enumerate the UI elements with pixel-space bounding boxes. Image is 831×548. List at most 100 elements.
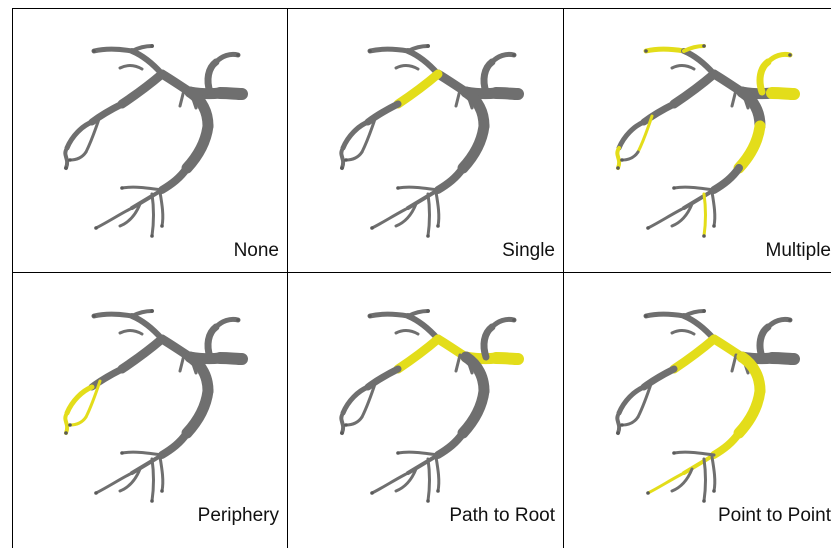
vessel-segment-b2 xyxy=(96,473,132,493)
vessel-segment-b1 xyxy=(408,455,438,473)
vessel-segment-b6 xyxy=(396,204,416,226)
vessel-segment-b5 xyxy=(398,452,438,455)
vessel-segment-t2 xyxy=(132,316,162,339)
vessel-tip-2 xyxy=(512,53,516,57)
vessel-segment-b5 xyxy=(674,187,714,190)
vessel-segment-s2 xyxy=(644,104,674,122)
vessel-tip-2 xyxy=(512,318,516,322)
vessel-segment-t3 xyxy=(684,46,704,51)
vessel-tip-3 xyxy=(340,431,344,435)
vessel-segment-b4 xyxy=(436,457,439,491)
vessel-segment-r6 xyxy=(714,168,739,190)
vessel-tip-1 xyxy=(426,44,430,48)
vessel-segment-b4 xyxy=(436,192,439,226)
vessel-tip-3 xyxy=(340,166,344,170)
vessel-segment-r3 xyxy=(216,54,238,62)
vessel-tip-1 xyxy=(150,44,154,48)
vessel-segment-r6 xyxy=(162,168,187,190)
vessel-segment-t1 xyxy=(370,49,408,51)
vessel-tip-0 xyxy=(644,314,648,318)
vessel-tip-6 xyxy=(150,234,154,238)
vessel-segment-l4 xyxy=(622,152,638,160)
vessel-tree xyxy=(12,8,287,272)
vessel-segment-b3 xyxy=(428,194,430,236)
vessel-tip-7 xyxy=(712,224,716,228)
vessel-tip-1 xyxy=(426,309,430,313)
vessel-segment-t4 xyxy=(672,65,694,69)
vessel-segment-r6 xyxy=(438,168,463,190)
vessel-tip-1 xyxy=(702,44,706,48)
vessel-segment-t2 xyxy=(408,316,438,339)
vessel-segment-l2 xyxy=(617,148,619,168)
vessel-tree xyxy=(288,273,563,537)
vessel-segment-b4 xyxy=(160,192,163,226)
vessel-segment-s1 xyxy=(122,339,162,369)
vessel-segment-r5 xyxy=(739,391,760,433)
vessel-tip-4 xyxy=(344,158,348,162)
vessel-segment-a1 xyxy=(180,90,184,106)
vessel-segment-r2 xyxy=(484,62,492,92)
vessel-tip-6 xyxy=(426,234,430,238)
vessel-segment-s2 xyxy=(368,104,398,122)
vessel-segment-b2 xyxy=(648,473,684,493)
vessel-segment-b5 xyxy=(398,187,438,190)
vessel-segment-t3 xyxy=(684,311,704,316)
vessel-tip-6 xyxy=(426,499,430,503)
vessel-segment-r5 xyxy=(463,126,484,168)
vessel-segment-r3 xyxy=(492,319,514,327)
vessel-tip-8 xyxy=(672,451,676,455)
vessel-tip-4 xyxy=(620,423,624,427)
vessel-tip-7 xyxy=(712,489,716,493)
vessel-tip-5 xyxy=(370,226,374,230)
panel-label: Periphery xyxy=(198,505,279,527)
vessel-segment-a1 xyxy=(456,90,460,106)
vessel-segment-t4 xyxy=(120,330,142,334)
vessel-segment-l2 xyxy=(65,413,67,433)
vessel-segment-r6 xyxy=(162,433,187,455)
vessel-segment-t1 xyxy=(94,314,132,316)
vessel-tip-4 xyxy=(68,423,72,427)
vessel-segment-b3 xyxy=(428,459,430,501)
vessel-tip-2 xyxy=(788,318,792,322)
panel-label: Multiple xyxy=(766,240,831,262)
vessel-segment-b3 xyxy=(152,459,154,501)
vessel-segment-l2 xyxy=(341,413,343,433)
vessel-tip-8 xyxy=(120,451,124,455)
vessel-tip-0 xyxy=(92,49,96,53)
vessel-segment-b1 xyxy=(132,190,162,208)
vessel-tip-5 xyxy=(370,491,374,495)
vessel-segment-r2 xyxy=(760,327,768,357)
vessel-segment-r3 xyxy=(216,319,238,327)
vessel-tip-2 xyxy=(236,318,240,322)
vessel-segment-a1 xyxy=(180,355,184,371)
panel-path-to-root: Path to Root xyxy=(288,273,563,537)
vessel-tip-6 xyxy=(702,234,706,238)
vessel-tip-7 xyxy=(436,489,440,493)
panel-single: Single xyxy=(288,8,563,272)
vessel-segment-s2 xyxy=(92,104,122,122)
vessel-segment-t4 xyxy=(396,330,418,334)
vessel-segment-t2 xyxy=(684,316,714,339)
vessel-tip-0 xyxy=(644,49,648,53)
vessel-segment-r3 xyxy=(768,319,790,327)
vessel-tip-4 xyxy=(68,158,72,162)
vessel-segment-l4 xyxy=(70,152,86,160)
vessel-tip-3 xyxy=(64,431,68,435)
vessel-segment-s1 xyxy=(398,74,438,104)
vessel-tip-0 xyxy=(368,49,372,53)
vessel-tip-5 xyxy=(646,491,650,495)
vessel-segment-r2 xyxy=(208,62,216,92)
vessel-tip-5 xyxy=(94,226,98,230)
vessel-segment-t4 xyxy=(672,330,694,334)
vessel-segment-a1 xyxy=(456,355,460,371)
vessel-segment-t1 xyxy=(646,314,684,316)
vessel-segment-a1 xyxy=(732,90,736,106)
vessel-segment-l4 xyxy=(346,152,362,160)
vessel-segment-r2 xyxy=(484,327,492,357)
vessel-tip-4 xyxy=(620,158,624,162)
vessel-segment-r2 xyxy=(760,62,768,92)
vessel-segment-t1 xyxy=(370,314,408,316)
vessel-segment-b3 xyxy=(152,194,154,236)
vessel-segment-r5 xyxy=(187,126,208,168)
vessel-segment-l4 xyxy=(70,417,86,425)
